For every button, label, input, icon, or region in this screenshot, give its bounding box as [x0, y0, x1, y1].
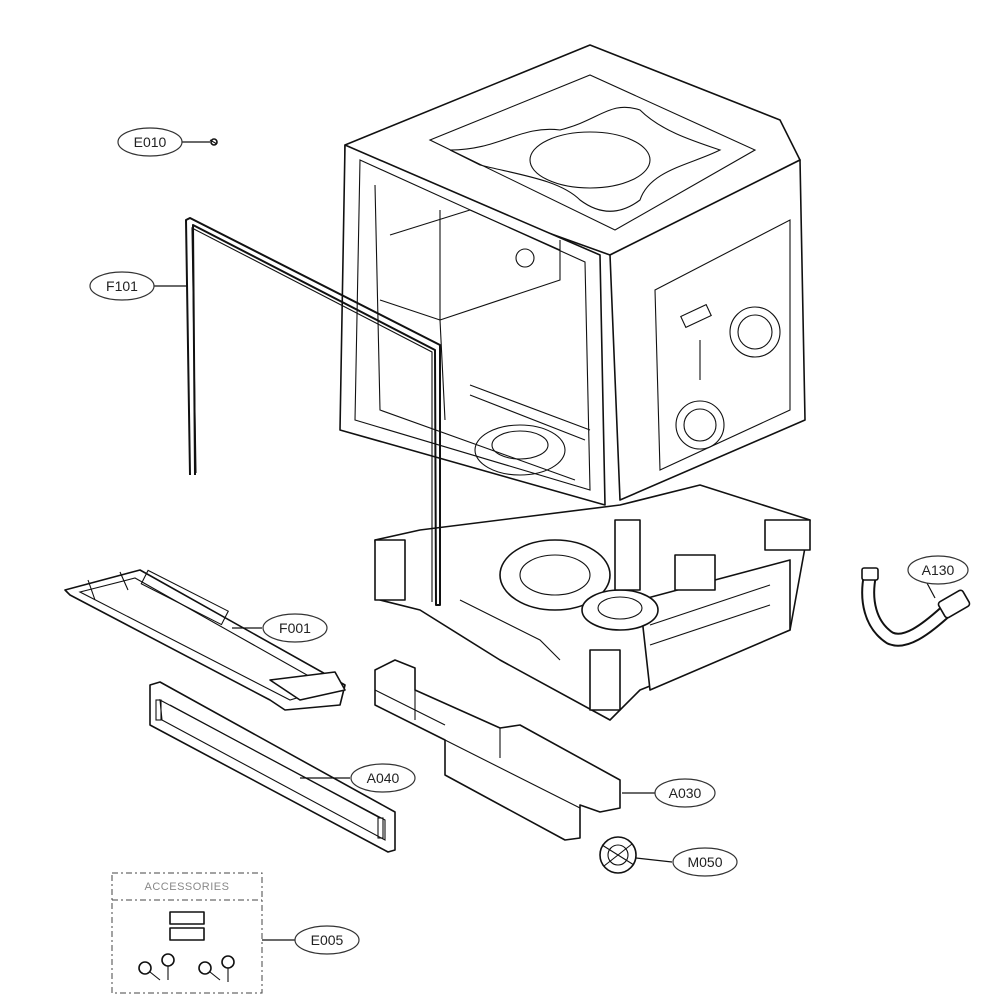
- screw-icon: [138, 961, 161, 981]
- screw-icon: [161, 953, 175, 980]
- callout-a130: A130: [907, 555, 969, 585]
- screw-icon: [221, 955, 235, 982]
- callout-m050: M050: [672, 847, 738, 877]
- bracket-icon: [169, 911, 205, 925]
- drain-hose-a130: [861, 567, 971, 647]
- svg-text:A130: A130: [922, 562, 955, 578]
- svg-text:A030: A030: [669, 785, 702, 801]
- pump-m050: [599, 836, 637, 874]
- callout-e005: E005: [294, 925, 360, 955]
- svg-text:E005: E005: [311, 932, 344, 948]
- callout-a040: A040: [350, 763, 416, 793]
- callout-e010: E010: [117, 127, 183, 157]
- bracket-f001: [64, 569, 346, 711]
- screw-icon: [198, 961, 221, 981]
- accessories-box: ACCESSORIES: [111, 872, 263, 994]
- svg-text:E010: E010: [134, 134, 167, 150]
- accessories-title: ACCESSORIES: [145, 881, 230, 893]
- svg-text:F001: F001: [279, 620, 311, 636]
- svg-text:F101: F101: [106, 278, 138, 294]
- svg-text:A040: A040: [367, 770, 400, 786]
- base-assembly: [374, 484, 811, 721]
- callout-a030: A030: [654, 778, 716, 808]
- callout-f101: F101: [89, 271, 155, 301]
- callout-f001: F001: [262, 613, 328, 643]
- insulation-a030: [374, 659, 621, 841]
- bracket-icon: [169, 927, 205, 941]
- screw-e010: [209, 138, 218, 146]
- kick-plate-a040: [149, 681, 396, 853]
- svg-text:M050: M050: [687, 854, 722, 870]
- door-gasket-f101: [185, 217, 441, 606]
- dishwasher-tub: [339, 44, 806, 506]
